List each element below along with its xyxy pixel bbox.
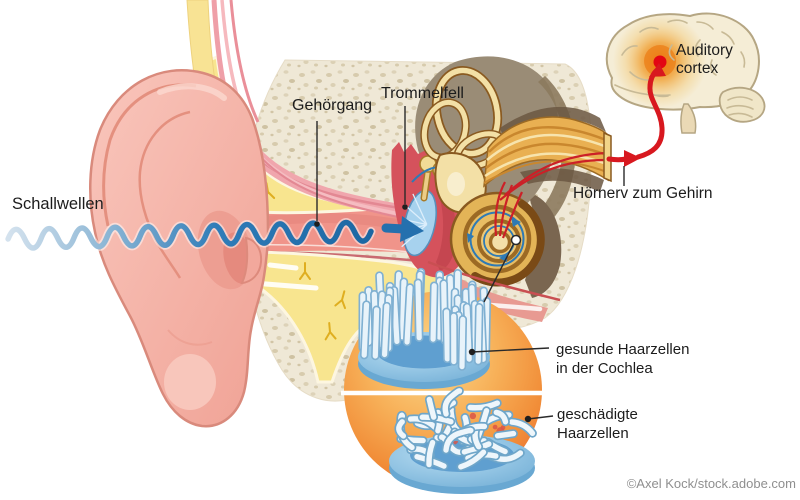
label-gehoergang: Gehörgang [292, 97, 373, 114]
inset-circle [341, 267, 545, 494]
geschaedigte-pointer [527, 415, 554, 420]
pointer-lines [314, 106, 625, 423]
label-auditory-cortex: Auditory cortex [676, 42, 733, 78]
sound-wave-icon [3, 218, 376, 253]
label-schallwellen: Schallwellen [12, 195, 104, 213]
credit-watermark: ©Axel Kock/stock.adobe.com [626, 476, 796, 491]
label-trommelfell: Trommelfell [381, 85, 464, 102]
label-hoernerv: Hörnerv zum Gehirn [573, 185, 713, 202]
outer-ear [89, 69, 270, 428]
nerve-signal-arrow-icon [606, 63, 666, 167]
label-geschaedigte-haarzellen: geschädigte Haarzellen [557, 406, 638, 442]
brain-illustration [605, 12, 766, 134]
auditory-cortex-dot [653, 55, 667, 69]
label-gesunde-haarzellen: gesunde Haarzellen in der Cochlea [556, 341, 690, 377]
damaged-hair-cells [394, 386, 537, 472]
auditory-nerve [483, 106, 612, 201]
sound-arrow-icon [381, 216, 424, 242]
semicircular-canals [420, 65, 507, 214]
cochlea-inset-pointer [483, 242, 515, 303]
gesunde-pointer [471, 347, 550, 353]
healthy-hair-cells [358, 267, 492, 371]
